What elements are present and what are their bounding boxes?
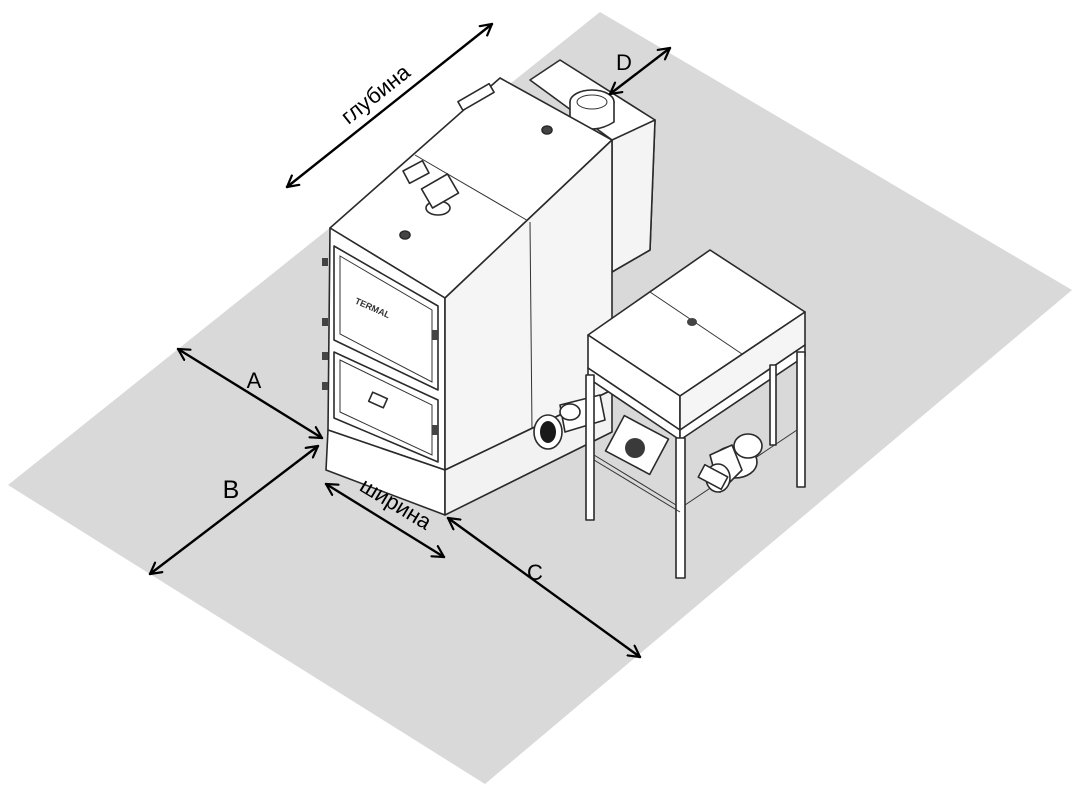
dimension-c: C bbox=[446, 516, 642, 659]
pellet-hopper bbox=[585, 249, 806, 579]
label-b: B bbox=[223, 476, 240, 504]
dimension-arrow-depth bbox=[285, 22, 494, 189]
label-d: D bbox=[616, 50, 632, 75]
auger-motor bbox=[604, 414, 763, 493]
hopper-leg bbox=[585, 374, 595, 521]
lower-door bbox=[333, 351, 439, 463]
pellet-burner bbox=[533, 394, 606, 450]
dimension-b: B bbox=[148, 444, 320, 576]
dimension-arrow-c bbox=[446, 516, 642, 659]
dimension-arrow-width bbox=[324, 482, 446, 559]
label-a: A bbox=[247, 368, 262, 393]
dimension-a: A bbox=[176, 347, 324, 440]
hopper-leg bbox=[796, 351, 806, 488]
dimension-arrow-d bbox=[608, 46, 672, 96]
hopper-leg bbox=[769, 364, 777, 446]
dimension-arrow-b bbox=[148, 444, 320, 576]
dimension-d: D bbox=[608, 46, 672, 96]
hopper-leg bbox=[675, 437, 686, 579]
label-c: C bbox=[527, 560, 543, 585]
door-hinges bbox=[322, 258, 438, 435]
upper-door: TERMAL bbox=[333, 245, 439, 391]
dimension-arrow-a bbox=[176, 347, 324, 440]
